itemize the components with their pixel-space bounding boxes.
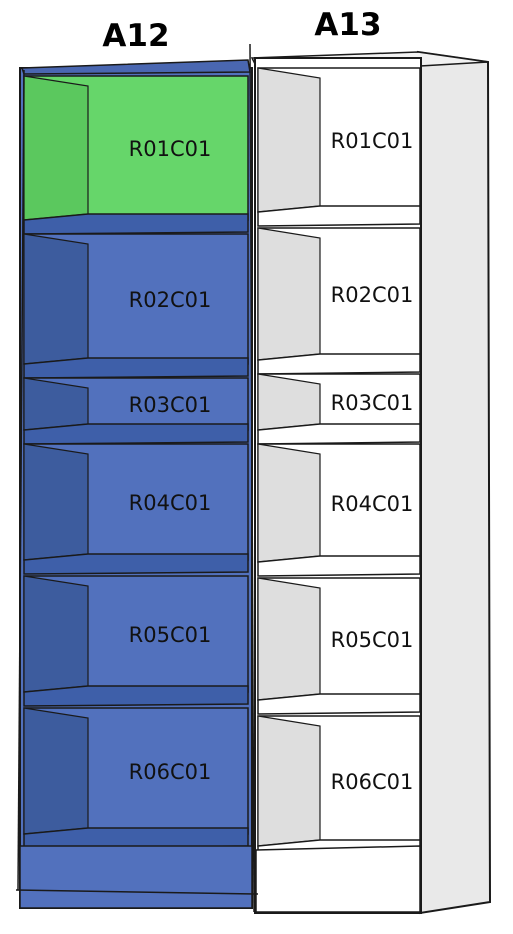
cell-side-wall [257, 373, 321, 431]
unit-divider [249, 43, 255, 913]
cell-side-wall [23, 75, 89, 221]
shelf-board [23, 827, 249, 849]
cell-a12-r02c01[interactable]: R02C01 [23, 233, 249, 379]
cell-label: R03C01 [129, 393, 212, 417]
cell-label: R06C01 [129, 760, 212, 784]
cell-side-wall [257, 443, 321, 563]
shelf-board [257, 353, 421, 375]
shelf-board [257, 205, 421, 227]
cell-side-wall [23, 233, 89, 365]
cell-label: R03C01 [331, 391, 414, 415]
cell-a13-r01c01[interactable]: R01C01 [257, 67, 421, 227]
cell-a12-r05c01[interactable]: R05C01 [23, 575, 249, 707]
shelf-board [257, 555, 421, 577]
cell-a13-r04c01[interactable]: R04C01 [257, 443, 421, 577]
unit-a12-left-edge [17, 69, 25, 891]
unit-a12-top [20, 59, 251, 75]
shelf-board [23, 423, 249, 445]
cell-a12-r01c01[interactable]: R01C01 [23, 75, 249, 235]
floor-line [15, 889, 259, 895]
cell-label: R05C01 [129, 623, 212, 647]
cell-label: R02C01 [129, 288, 212, 312]
cell-side-wall [257, 67, 321, 213]
cell-side-wall [23, 707, 89, 835]
cell-a12-r06c01[interactable]: R06C01 [23, 707, 249, 849]
cell-side-wall [257, 715, 321, 847]
cell-a12-r04c01[interactable]: R04C01 [23, 443, 249, 575]
unit-a13-label: A13 [314, 7, 381, 43]
cell-label: R01C01 [129, 137, 212, 161]
unit-a12-base [19, 845, 253, 909]
cell-side-wall [257, 577, 321, 701]
shelf-board [23, 213, 249, 235]
shelf-board [257, 693, 421, 715]
shelf-board [257, 423, 421, 445]
unit-a13-base [255, 845, 421, 913]
cell-label: R02C01 [331, 283, 414, 307]
cell-a13-r03c01[interactable]: R03C01 [257, 373, 421, 445]
cell-a13-r06c01[interactable]: R06C01 [257, 715, 421, 861]
unit-a12-label: A12 [102, 18, 169, 54]
cell-label: R04C01 [331, 492, 414, 516]
cell-a13-r02c01[interactable]: R02C01 [257, 227, 421, 375]
cell-a12-r03c01[interactable]: R03C01 [23, 377, 249, 445]
cell-label: R04C01 [129, 491, 212, 515]
cell-side-wall [23, 575, 89, 693]
cell-side-wall [23, 443, 89, 561]
unit-a13-side-panel [416, 50, 492, 915]
shelf-board [23, 685, 249, 707]
cell-side-wall [257, 227, 321, 361]
shelf-board [23, 553, 249, 575]
cell-label: R05C01 [331, 628, 414, 652]
cell-a13-r05c01[interactable]: R05C01 [257, 577, 421, 715]
cell-label: R01C01 [331, 129, 414, 153]
cell-label: R06C01 [331, 770, 414, 794]
shelf-board [23, 357, 249, 379]
